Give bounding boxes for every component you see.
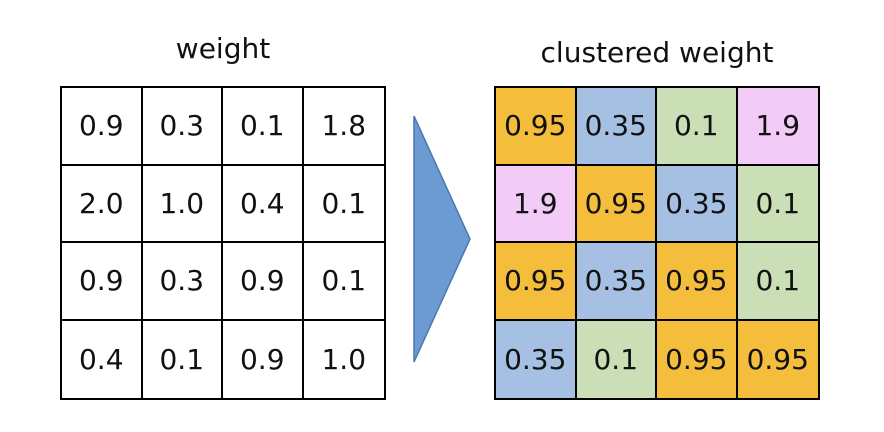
weight-title: weight bbox=[175, 32, 271, 65]
clustered-weight-cell: 0.1 bbox=[576, 320, 657, 398]
clustered-weight-cell: 1.9 bbox=[737, 88, 818, 166]
weight-cell: 0.1 bbox=[303, 243, 384, 321]
weight-cell: 0.9 bbox=[223, 243, 304, 321]
weight-cell: 0.1 bbox=[303, 166, 384, 243]
clustered-weight-cell: 0.95 bbox=[576, 165, 657, 243]
clustered-weight-title: clustered weight bbox=[540, 36, 774, 69]
weight-cell: 1.8 bbox=[303, 88, 384, 166]
weight-cell: 0.9 bbox=[223, 320, 304, 398]
weight-cell: 0.4 bbox=[62, 320, 143, 398]
weight-cell: 0.1 bbox=[223, 88, 304, 166]
clustered-weight-cell: 0.1 bbox=[657, 88, 738, 166]
clustered-weight-cell: 0.95 bbox=[657, 243, 738, 321]
weight-cell: 0.3 bbox=[142, 88, 223, 166]
clustered-weight-cell: 0.35 bbox=[496, 320, 577, 398]
weight-cell: 0.3 bbox=[142, 243, 223, 321]
clustered-weight-cell: 0.1 bbox=[737, 243, 818, 321]
weight-cell: 1.0 bbox=[142, 165, 223, 243]
weight-cell: 0.9 bbox=[62, 88, 143, 166]
clustered-weight-cell: 0.35 bbox=[576, 88, 657, 166]
clustered-weight-cell: 0.35 bbox=[576, 243, 657, 321]
clustered-weight-cell: 0.95 bbox=[657, 320, 738, 398]
clustered-weight-cell: 0.95 bbox=[496, 243, 577, 321]
weight-cell: 2.0 bbox=[62, 165, 143, 243]
weight-cell: 0.1 bbox=[143, 320, 223, 398]
clustered-weight-cell: 0.1 bbox=[737, 165, 818, 243]
weight-cell: 0.9 bbox=[62, 243, 143, 321]
weight-cell: 0.4 bbox=[223, 165, 304, 243]
clustered-weight-cell: 0.35 bbox=[657, 165, 738, 243]
weight-cell: 1.0 bbox=[321, 342, 367, 376]
clustered-weight-cell: 0.95 bbox=[496, 88, 577, 166]
right-arrow-icon bbox=[413, 115, 471, 363]
clustered-weight-cell: 0.95 bbox=[737, 320, 818, 398]
clustered-weight-cell: 1.9 bbox=[496, 165, 577, 243]
